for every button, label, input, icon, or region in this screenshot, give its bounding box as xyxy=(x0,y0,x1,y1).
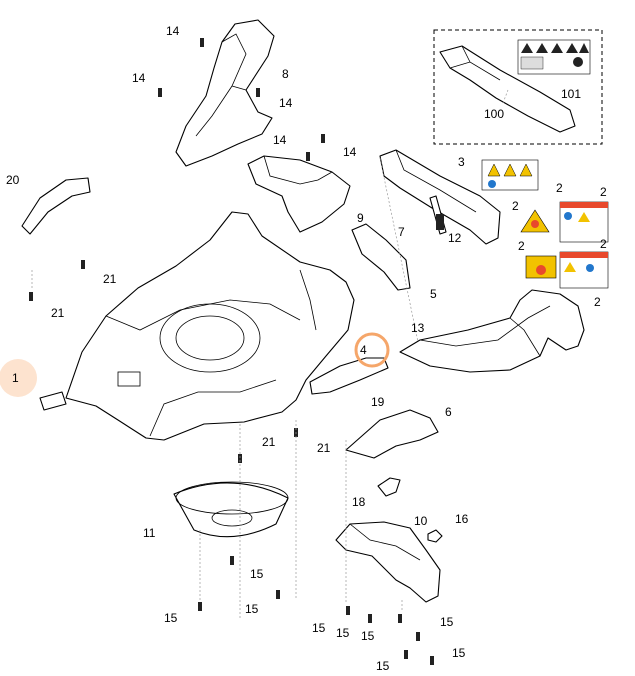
callout-15d[interactable]: 15 xyxy=(312,621,326,635)
callout-15a[interactable]: 15 xyxy=(250,567,264,581)
part-101-safety-label[interactable] xyxy=(517,39,591,75)
callout-5[interactable]: 5 xyxy=(430,287,437,301)
part-13-rear-cover[interactable] xyxy=(399,289,585,373)
callout-2c[interactable]: 2 xyxy=(600,185,607,199)
callout-14c[interactable]: 14 xyxy=(279,96,293,110)
callout-2d[interactable]: 2 xyxy=(518,239,525,253)
callout-14b[interactable]: 14 xyxy=(132,71,146,85)
callout-3[interactable]: 3 xyxy=(458,155,465,169)
highlight-callout-4 xyxy=(354,332,390,368)
callout-12[interactable]: 12 xyxy=(448,231,462,245)
callout-15e[interactable]: 15 xyxy=(336,626,350,640)
bolt-icon-group xyxy=(29,38,434,665)
label-2b xyxy=(520,209,550,233)
part-1-label-plate[interactable] xyxy=(39,391,67,411)
callout-15f[interactable]: 15 xyxy=(361,629,375,643)
callouts: 1 2 2 2 2 2 2 3 4 5 6 7 8 9 10 11 12 13 … xyxy=(6,24,607,673)
callout-15c[interactable]: 15 xyxy=(245,602,259,616)
part-9-cable-cover[interactable] xyxy=(247,155,351,233)
part-11-bowl[interactable] xyxy=(173,481,289,538)
callout-21c[interactable]: 21 xyxy=(262,435,276,449)
callout-16[interactable]: 16 xyxy=(455,512,469,526)
callout-21b[interactable]: 21 xyxy=(51,306,65,320)
highlight-callout-1 xyxy=(0,359,37,397)
callout-8[interactable]: 8 xyxy=(282,67,289,81)
label-2e xyxy=(559,251,609,289)
callout-14a[interactable]: 14 xyxy=(166,24,180,38)
callout-15h[interactable]: 15 xyxy=(376,659,390,673)
callout-19[interactable]: 19 xyxy=(371,395,385,409)
callout-14e[interactable]: 14 xyxy=(343,145,357,159)
part-2-labels[interactable] xyxy=(481,159,609,289)
part-16-nut[interactable] xyxy=(427,529,443,543)
callout-15g[interactable]: 15 xyxy=(440,615,454,629)
callout-2e[interactable]: 2 xyxy=(600,237,607,251)
callout-18[interactable]: 18 xyxy=(352,495,366,509)
callout-14d[interactable]: 14 xyxy=(273,133,287,147)
stop-sign-icon xyxy=(573,57,583,67)
label-2c xyxy=(559,201,609,243)
part-6-cover[interactable] xyxy=(345,409,439,459)
part-100-handle-cover[interactable] xyxy=(439,45,576,133)
callout-6[interactable]: 6 xyxy=(445,405,452,419)
callout-13[interactable]: 13 xyxy=(411,321,425,335)
leader-lines xyxy=(31,157,419,620)
label-2a xyxy=(481,159,539,191)
callout-11[interactable]: 11 xyxy=(143,526,156,540)
callout-4[interactable]: 4 xyxy=(360,343,367,357)
callout-20[interactable]: 20 xyxy=(6,173,20,187)
label-2d xyxy=(525,255,557,279)
callout-15i[interactable]: 15 xyxy=(452,646,466,660)
part-7-12-lever[interactable] xyxy=(429,195,447,235)
callout-21a[interactable]: 21 xyxy=(103,272,117,286)
callout-15b[interactable]: 15 xyxy=(164,611,178,625)
callout-101[interactable]: 101 xyxy=(561,87,581,101)
callout-10[interactable]: 10 xyxy=(414,514,428,528)
part-18-clip[interactable] xyxy=(377,477,401,497)
part-8-cover[interactable] xyxy=(175,19,275,167)
callout-2a[interactable]: 2 xyxy=(556,181,563,195)
warning-triangle-icon xyxy=(521,43,589,53)
callout-2f[interactable]: 2 xyxy=(594,295,601,309)
part-20-side-strip[interactable] xyxy=(21,177,91,235)
callout-1[interactable]: 1 xyxy=(12,371,19,385)
callout-100[interactable]: 100 xyxy=(484,107,504,121)
part-10-chute[interactable] xyxy=(335,521,441,603)
callout-21d[interactable]: 21 xyxy=(317,441,331,455)
part-3-handle-bar[interactable] xyxy=(379,149,501,245)
part-5-bracket[interactable] xyxy=(351,223,411,291)
callout-9[interactable]: 9 xyxy=(357,211,364,225)
callout-7[interactable]: 7 xyxy=(398,225,405,239)
inset-box xyxy=(433,29,603,145)
callout-2b[interactable]: 2 xyxy=(512,199,519,213)
part-1-deck[interactable] xyxy=(65,211,355,441)
part-19-front-strip[interactable] xyxy=(309,357,389,395)
